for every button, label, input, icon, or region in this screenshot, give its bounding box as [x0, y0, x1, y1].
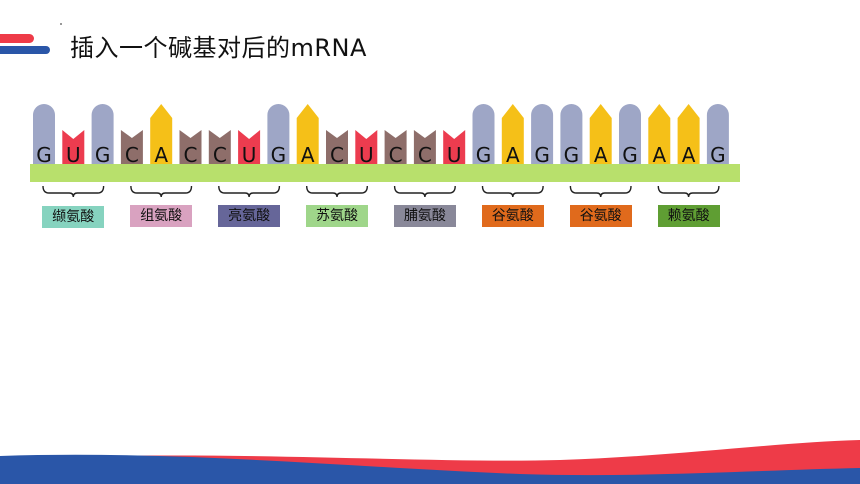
base-letter: G	[271, 143, 287, 167]
base-letter: C	[125, 143, 139, 167]
base-U: U	[443, 130, 466, 167]
codon-brace	[657, 185, 720, 198]
base-G: G	[706, 104, 729, 167]
base-U: U	[355, 130, 378, 167]
amino-acid-label: 缬氨酸	[42, 206, 105, 228]
base-shape	[208, 130, 231, 164]
footer-wave-decoration	[0, 440, 860, 484]
base-A: A	[648, 104, 671, 167]
base-letter: U	[66, 143, 81, 167]
base-G: G	[531, 104, 554, 167]
base-letter: G	[95, 143, 111, 167]
amino-acid-label: 亮氨酸	[218, 205, 281, 227]
base-C: C	[326, 130, 348, 167]
amino-acid-label: 脯氨酸	[393, 205, 456, 227]
base-U: U	[238, 130, 261, 167]
codon-brace	[218, 185, 281, 198]
base-letter: A	[594, 143, 608, 167]
base-G: G	[472, 104, 495, 167]
codon-brace	[42, 185, 105, 198]
amino-acid-label: 谷氨酸	[569, 205, 632, 227]
base-letter: A	[154, 143, 168, 167]
base-letter: C	[213, 143, 227, 167]
codon-brace	[130, 185, 193, 198]
base-shape	[706, 104, 729, 164]
base-letter: U	[447, 143, 462, 167]
base-letter: G	[710, 143, 726, 167]
base-letter: C	[389, 143, 403, 167]
base-shape	[296, 104, 319, 164]
title-accent-red-bar	[0, 34, 34, 43]
base-letter: G	[534, 143, 550, 167]
base-letter: U	[359, 143, 374, 167]
base-shape	[238, 130, 261, 164]
base-shape	[619, 104, 641, 164]
title-accent-blue-bar	[0, 46, 50, 54]
base-shape	[120, 130, 143, 164]
base-letter: C	[330, 143, 344, 167]
base-shape	[413, 130, 436, 164]
base-shape	[267, 104, 290, 164]
page-title: 插入一个碱基对后的mRNA	[70, 34, 367, 62]
base-letter: A	[682, 143, 696, 167]
base-shape	[62, 130, 85, 164]
base-G: G	[91, 104, 114, 167]
base-shape	[648, 104, 671, 164]
base-G: G	[33, 104, 55, 167]
base-shape	[501, 104, 524, 164]
decorative-dot	[60, 23, 62, 25]
base-shape	[326, 130, 348, 164]
base-letter: G	[476, 143, 492, 167]
codon-brace	[569, 185, 632, 198]
base-A: A	[589, 104, 612, 167]
base-letter: C	[418, 143, 432, 167]
base-shape	[91, 104, 114, 164]
amino-acid-label: 组氨酸	[130, 205, 193, 227]
base-C: C	[413, 130, 436, 167]
base-A: A	[501, 104, 524, 167]
base-U: U	[62, 130, 85, 167]
mrna-backbone	[30, 164, 740, 182]
base-shape	[560, 104, 583, 164]
base-letter: A	[301, 143, 315, 167]
base-shape	[443, 130, 466, 164]
base-C: C	[208, 130, 231, 167]
base-C: C	[384, 130, 407, 167]
base-shape	[179, 130, 202, 164]
base-shape	[531, 104, 554, 164]
base-C: C	[120, 130, 143, 167]
base-shape	[33, 104, 55, 164]
base-letter: G	[564, 143, 580, 167]
base-letter: U	[242, 143, 257, 167]
amino-acid-label: 谷氨酸	[481, 205, 544, 227]
codon-brace	[393, 185, 456, 198]
amino-acid-label: 赖氨酸	[657, 205, 720, 227]
base-letter: A	[506, 143, 520, 167]
base-G: G	[619, 104, 641, 167]
base-A: A	[677, 104, 700, 167]
amino-acid-label: 苏氨酸	[306, 205, 368, 227]
codon-brace	[306, 185, 368, 198]
codon-brace	[481, 185, 544, 198]
base-shape	[150, 104, 173, 164]
base-letter: A	[652, 143, 666, 167]
base-shape	[384, 130, 407, 164]
base-shape	[677, 104, 700, 164]
base-shape	[472, 104, 495, 164]
base-letter: G	[36, 143, 52, 167]
base-A: A	[150, 104, 173, 167]
base-shape	[355, 130, 378, 164]
base-C: C	[179, 130, 202, 167]
base-shape	[589, 104, 612, 164]
base-A: A	[296, 104, 319, 167]
base-G: G	[267, 104, 290, 167]
base-G: G	[560, 104, 583, 167]
base-letter: C	[184, 143, 198, 167]
base-letter: G	[622, 143, 638, 167]
